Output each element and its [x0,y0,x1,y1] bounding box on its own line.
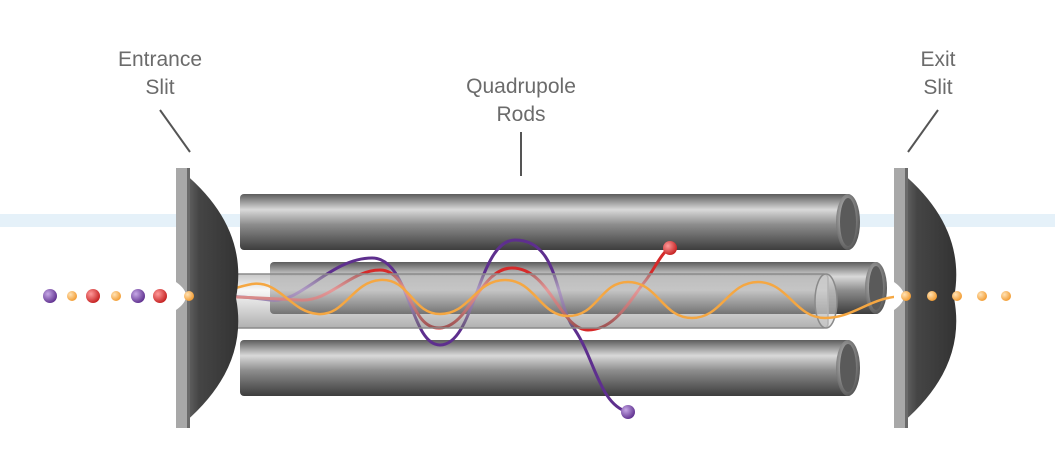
entrance-leader-line [159,109,191,153]
ion-orange-in [67,291,77,301]
orange-ion-entry [184,291,194,301]
outgoing-ions [927,291,1011,301]
ion-orange-out [952,291,962,301]
ion-orange-out [927,291,937,301]
exit-leader-line [907,109,939,153]
red-ion-end [663,241,677,255]
ion-purple-in [131,289,145,303]
quadrupole-rod-front [209,273,838,329]
ion-purple-in [43,289,57,303]
entrance-slit-label: Entrance Slit [118,48,202,99]
quadrupole-rod-bottom [240,340,860,396]
svg-text:Rods: Rods [496,103,545,126]
ion-red-in [153,289,167,303]
ion-orange-in [111,291,121,301]
svg-text:Slit: Slit [145,76,174,99]
ion-red-in [86,289,100,303]
exit-slit [894,168,957,428]
purple-ion-end [621,405,635,419]
svg-text:Slit: Slit [923,76,952,99]
ion-orange-out [1001,291,1011,301]
orange-ion-exit [901,291,911,301]
quadrupole-rods-label: Quadrupole Rods [466,75,576,126]
quadrupole-rod-top [240,194,860,250]
incoming-ions [43,289,167,303]
ion-orange-out [977,291,987,301]
exit-slit-label: Exit Slit [920,48,955,99]
svg-text:Exit: Exit [920,48,955,71]
stable-orange-trajectory [189,278,907,320]
svg-text:Entrance: Entrance [118,48,202,71]
svg-text:Quadrupole: Quadrupole [466,75,576,98]
